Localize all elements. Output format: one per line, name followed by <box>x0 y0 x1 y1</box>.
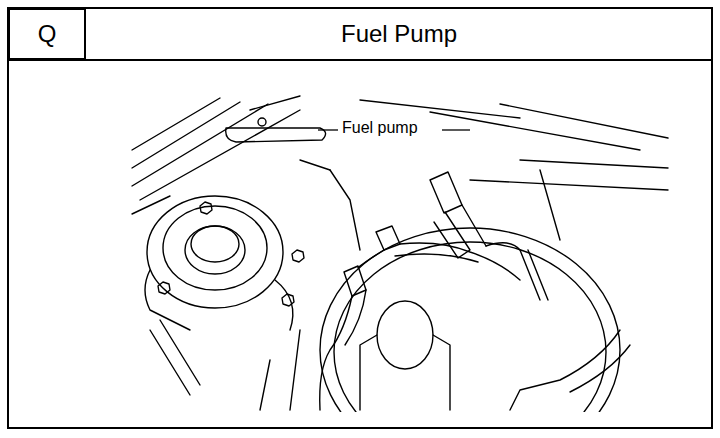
engine-bay-drawing <box>250 96 300 110</box>
engine-bay-drawing <box>520 160 668 168</box>
engine-bay-drawing <box>400 243 520 280</box>
engine-bay-drawing <box>260 360 270 410</box>
engine-bay-drawing <box>191 226 239 262</box>
frame <box>8 8 712 428</box>
engine-bay-drawing <box>470 180 668 190</box>
part-label: Fuel pump <box>340 119 420 137</box>
engine-bay-drawing <box>158 282 170 294</box>
engine-bay-drawing <box>132 98 220 150</box>
frame <box>8 8 712 428</box>
engine-bay-drawing <box>540 170 560 240</box>
leader-line <box>442 129 470 130</box>
engine-bay-drawing <box>430 112 640 150</box>
engine-bay-drawing <box>132 104 268 186</box>
engine-bay-drawing <box>132 196 170 214</box>
engine-bay-drawing <box>290 330 300 410</box>
engine-bay-drawing <box>185 226 245 274</box>
engine-bay-drawing <box>434 212 470 258</box>
engine-bay-drawing <box>140 110 300 200</box>
engine-bay-drawing <box>320 228 620 412</box>
section-letter-cell: Q <box>8 8 86 60</box>
engine-bay-drawing <box>358 250 384 268</box>
engine-bay-drawing <box>200 202 212 214</box>
page-title: Fuel Pump <box>341 20 457 48</box>
section-letter: Q <box>38 20 57 48</box>
engine-bay-drawing <box>226 128 326 142</box>
title-cell: Fuel Pump <box>86 8 712 60</box>
engine-bay-drawing <box>570 345 630 392</box>
engine-bay-drawing <box>320 296 352 410</box>
engine-bay-drawing <box>395 254 478 262</box>
engine-bay-drawing <box>345 290 366 345</box>
engine-bay-drawing <box>500 104 668 138</box>
engine-bay-drawing <box>462 205 486 246</box>
engine-bay-drawing <box>344 266 366 296</box>
engine-bay-drawing <box>377 301 433 369</box>
engine-bay-drawing <box>360 100 520 118</box>
engine-bay-drawing <box>300 160 330 170</box>
engine-bay-drawing <box>163 206 267 290</box>
engine-bay-drawing <box>258 118 266 126</box>
engine-bay-drawing <box>292 250 304 262</box>
engine-bay-drawing <box>360 335 377 410</box>
engine-bay-drawing <box>330 170 360 250</box>
engine-bay-drawing <box>433 335 450 410</box>
engine-bay-drawing <box>486 243 540 300</box>
engine-bay-drawing <box>147 196 283 308</box>
engine-bay-drawing <box>145 270 190 330</box>
engine-bay-drawing <box>376 226 400 250</box>
leader-line <box>318 129 338 130</box>
engine-bay-drawing <box>160 320 200 385</box>
engine-bay-drawing <box>510 330 620 410</box>
engine-bay-drawing <box>158 202 304 306</box>
engine-bay-drawing <box>528 250 548 300</box>
engine-bay-drawing <box>132 96 668 412</box>
engine-bay-drawing <box>282 294 294 306</box>
frame <box>8 59 712 61</box>
engine-bay-drawing <box>132 102 240 168</box>
engine-bay-drawing <box>150 330 190 395</box>
engine-bay-drawing <box>334 242 606 412</box>
engine-bay-drawing <box>430 172 462 213</box>
